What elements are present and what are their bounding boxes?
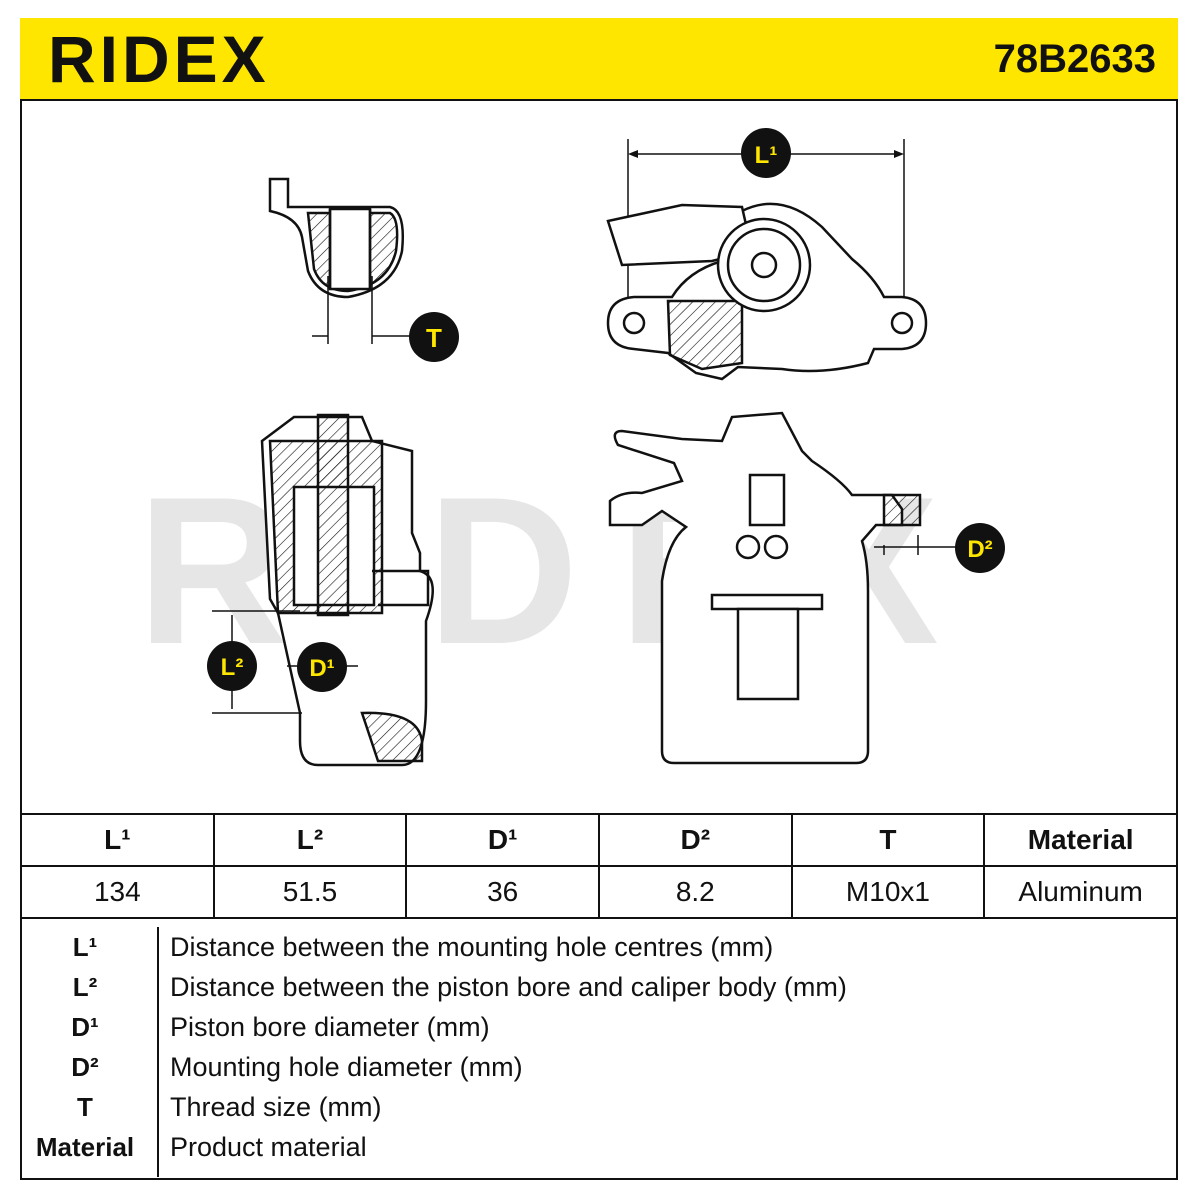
svg-text:T: T [426, 323, 442, 353]
value-t: M10x1 [790, 865, 986, 919]
header-material: Material [983, 813, 1178, 867]
tag-l1: L¹ [741, 128, 791, 178]
svg-text:D¹: D¹ [309, 655, 334, 682]
specs-header-row: L¹ L² D¹ D² T Material [20, 813, 1178, 867]
value-l2: 51.5 [212, 865, 408, 919]
part-number: 78B2633 [993, 37, 1156, 81]
specs-table: L¹ L² D¹ D² T Material 134 51.5 36 8.2 M… [20, 813, 1178, 919]
legend-desc: Thread size (mm) [170, 1092, 382, 1122]
legend-divider [157, 927, 159, 1177]
legend-desc: Product material [170, 1132, 367, 1162]
tag-d2: D² [955, 523, 1005, 573]
legend-row-l2: L² Distance between the piston bore and … [20, 967, 1178, 1007]
caliper-section-view [212, 413, 434, 767]
legend-row-material: Material Product material [20, 1127, 1178, 1167]
value-l1: 134 [20, 865, 215, 919]
legend: L¹ Distance between the mounting hole ce… [20, 913, 1178, 1180]
legend-desc: Distance between the mounting hole centr… [170, 932, 774, 962]
svg-text:L¹: L¹ [755, 142, 778, 169]
caliper-diagram: T L¹ [207, 128, 1005, 767]
value-d1: 36 [405, 865, 600, 919]
tag-d1: D¹ [297, 642, 347, 692]
legend-desc: Distance between the piston bore and cal… [170, 972, 847, 1002]
svg-text:D²: D² [967, 536, 992, 563]
header-d1: D¹ [405, 813, 600, 867]
legend-key: D¹ [71, 1012, 99, 1042]
technical-drawing: RIDEX T [22, 101, 1176, 811]
legend-desc: Piston bore diameter (mm) [170, 1012, 490, 1042]
header-l2: L² [212, 813, 408, 867]
svg-text:L²: L² [221, 654, 244, 681]
legend-row-d2: D² Mounting hole diameter (mm) [20, 1047, 1178, 1087]
header-l1: L¹ [20, 813, 215, 867]
caliper-top-view [606, 139, 928, 381]
legend-key: Material [35, 1132, 135, 1162]
header-bar: RIDEX 78B2633 [20, 18, 1178, 101]
legend-key: L² [72, 972, 98, 1002]
legend-key: T [77, 1092, 93, 1122]
legend-key: D² [71, 1052, 99, 1082]
tag-l2: L² [207, 641, 257, 691]
header-d2: D² [597, 813, 793, 867]
legend-row-t: T Thread size (mm) [20, 1087, 1178, 1127]
specs-value-row: 134 51.5 36 8.2 M10x1 Aluminum [20, 865, 1178, 919]
header-t: T [790, 813, 986, 867]
thread-detail [268, 177, 414, 344]
legend-desc: Mounting hole diameter (mm) [170, 1052, 523, 1082]
legend-row-l1: L¹ Distance between the mounting hole ce… [20, 927, 1178, 967]
legend-row-d1: D¹ Piston bore diameter (mm) [20, 1007, 1178, 1047]
value-material: Aluminum [983, 865, 1178, 919]
brand-logo: RIDEX [48, 22, 270, 96]
legend-key: L¹ [72, 932, 98, 962]
tag-t: T [409, 312, 459, 362]
value-d2: 8.2 [597, 865, 793, 919]
caliper-front-view [608, 411, 956, 765]
